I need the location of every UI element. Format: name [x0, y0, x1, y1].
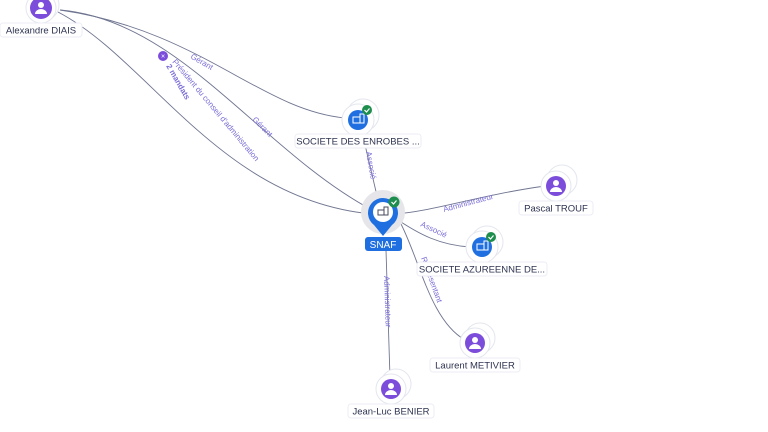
edge-associe-sad[interactable]	[394, 217, 471, 248]
node-label: Laurent METIVIER	[435, 361, 515, 372]
edge-label-administrateur: Administrateur	[382, 276, 393, 328]
building-icon	[472, 237, 492, 257]
node-label: SNAF	[370, 240, 397, 251]
edge-label-gerant: Gérant	[189, 52, 215, 72]
edge-admin-pascal[interactable]	[394, 185, 546, 215]
node-label: Pascal TROUF	[524, 204, 588, 215]
node-label: SOCIETE AZUREENNE DE...	[419, 265, 545, 276]
edge-gerant-snaf[interactable]	[59, 9, 373, 211]
person-node-laurent[interactable]: Laurent METIVIER	[429, 322, 521, 373]
company-node-snaf[interactable]: SNAF	[361, 190, 405, 251]
edge-label-gerant: Gérant	[251, 115, 275, 139]
node-label: SOCIETE DES ENROBES ...	[296, 137, 420, 148]
person-node-pascal[interactable]: Pascal TROUF	[518, 164, 594, 216]
company-node-sad[interactable]: SOCIETE AZUREENNE DE...	[416, 225, 548, 277]
verified-check-icon	[388, 196, 400, 208]
verified-check-icon	[486, 232, 496, 242]
edge-president-snaf[interactable]	[57, 11, 373, 215]
person-node-jeanluc[interactable]: Jean-Luc BENIER	[347, 368, 435, 419]
edge-label-president: Président du conseil d'administration	[170, 58, 260, 163]
node-label: Jean-Luc BENIER	[352, 407, 429, 418]
edge-label-associe: Associé	[419, 220, 449, 240]
edge-admin-jeanluc[interactable]	[385, 249, 391, 379]
edge-representant[interactable]	[399, 221, 466, 341]
edge-gerant-sde[interactable]	[59, 9, 346, 119]
company-node-sde[interactable]: SOCIETE DES ENROBES ...	[294, 98, 422, 149]
mandats-badge-icon[interactable]	[158, 51, 168, 61]
verified-check-icon	[362, 105, 372, 115]
edge-label-administrateur: Administrateur	[442, 192, 494, 214]
edge-label-associe: Associé	[364, 151, 378, 181]
node-label: Alexandre DIAIS	[6, 26, 76, 37]
building-icon	[383, 206, 389, 216]
close-icon: ×	[161, 54, 165, 61]
building-icon	[348, 110, 368, 130]
person-node-alexandre[interactable]: Alexandre DIAIS	[0, 0, 83, 38]
